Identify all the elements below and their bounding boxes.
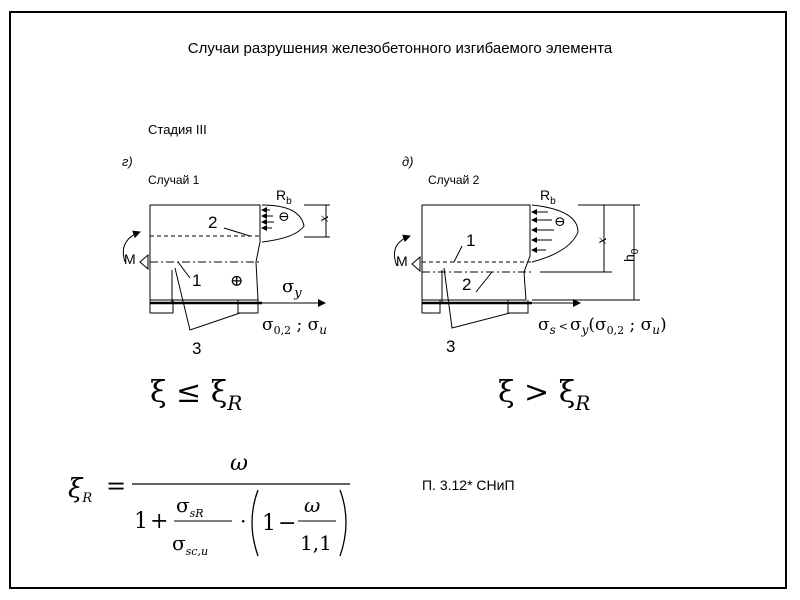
formula-minus: − — [278, 511, 296, 536]
right-rb: Rb — [540, 187, 556, 207]
formula-one-inner: 1 — [262, 511, 276, 536]
left-case-label: Случай 1 — [148, 173, 200, 187]
left-number-2: 2 — [208, 213, 217, 232]
right-diagram: д) Случай 2 Rb ⊖ x h0 M 1 2 3 σs<σ — [393, 154, 667, 415]
left-moment-label: M — [124, 251, 136, 267]
right-h0-label: h0 — [621, 248, 641, 262]
left-letter: г) — [122, 154, 133, 169]
right-number-3: 3 — [446, 337, 455, 356]
formula-lhs: ξR — [68, 474, 92, 506]
left-sigma-y: σy — [282, 276, 302, 301]
left-condition: ξ ≤ ξR — [150, 375, 242, 415]
right-condition: ξ > ξR — [498, 375, 590, 415]
slide-title: Случаи разрушения железобетонного изгиба… — [187, 40, 613, 57]
right-number-2: 2 — [462, 275, 471, 294]
right-sigma-relation: σs<σy(σ0,2 ; σu) — [538, 315, 667, 337]
right-support-right — [507, 300, 529, 314]
left-rb: Rb — [276, 187, 292, 207]
right-moment-label: M — [396, 253, 408, 269]
xi-r-formula: ξR = ω 1 + σsR σsc,u · 1 − ω 1,1 — [68, 451, 350, 558]
left-minus-sign: ⊖ — [278, 209, 290, 225]
right-number-1: 1 — [466, 231, 475, 250]
right-letter: д) — [402, 154, 414, 169]
right-beam-outline — [421, 204, 531, 301]
right-x-label: x — [595, 237, 609, 244]
left-support-right — [237, 300, 259, 314]
formula-numerator: ω — [230, 451, 248, 476]
right-crack-lines — [443, 267, 511, 329]
formula-denominator: 1,1 — [300, 531, 332, 555]
left-sigma-limits: σ0,2 ; σu — [262, 315, 327, 337]
formula-dot: · — [240, 509, 246, 533]
left-support-left — [149, 300, 174, 314]
left-moment-arrow — [122, 230, 141, 263]
stage-label: Стадия III — [148, 122, 207, 137]
right-moment-arrow — [393, 234, 411, 267]
left-beam-outline — [149, 204, 261, 301]
right-compression-curve — [531, 204, 579, 263]
formula-omega-inner: ω — [304, 493, 320, 517]
formula-plus: + — [150, 509, 168, 534]
left-number-3: 3 — [192, 339, 201, 358]
formula-sigma-sr: σsR — [176, 493, 204, 520]
formula-equals: = — [106, 472, 126, 500]
right-case-label: Случай 2 — [428, 173, 480, 187]
right-support-left — [421, 300, 441, 314]
left-compression-curve — [261, 204, 305, 243]
right-minus-sign: ⊖ — [554, 214, 566, 230]
slide-frame — [9, 11, 787, 589]
formula-one: 1 — [134, 509, 148, 534]
formula-sigma-sc: σsc,u — [172, 531, 208, 558]
snip-reference: П. 3.12* СНиП — [422, 477, 515, 493]
left-number-1: 1 — [192, 271, 201, 290]
left-diagram: г) Случай 1 Rb ⊖ x M 2 1 ⊕ 3 — [122, 154, 331, 415]
left-plus-sign: ⊕ — [230, 271, 243, 290]
left-crack-lines — [174, 267, 241, 331]
left-x-label: x — [317, 215, 331, 222]
